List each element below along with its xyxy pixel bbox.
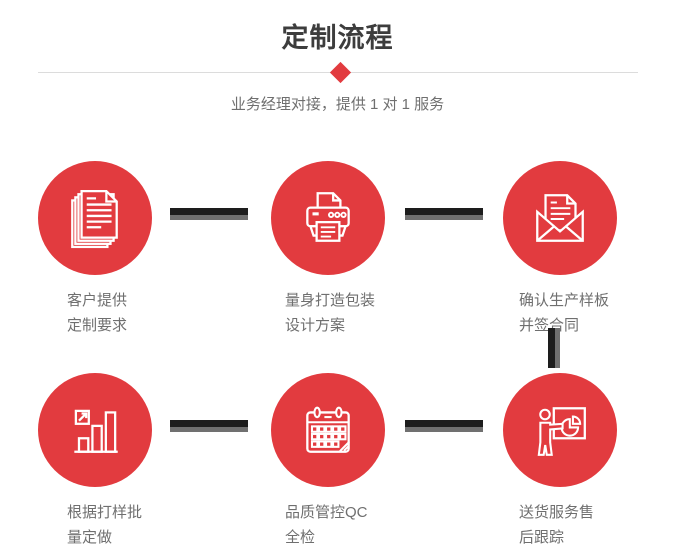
step-1: 客户提供 定制要求 [38,161,152,334]
step-3: 确认生产样板 并签合同 [503,161,617,334]
bar-chart-icon [74,409,118,453]
printer-icon [306,192,350,242]
step-4-label: 根据打样批 量定做 [67,504,143,546]
connector-step1-step2 [170,208,248,220]
connector-step2-step3 [405,208,483,220]
step-5-circle [271,373,385,487]
step-2: 量身打造包装 设计方案 [271,161,385,334]
connector-step4-step5 [170,420,248,432]
page-title: 定制流程 [281,23,394,53]
step-6: 送货服务售 后跟踪 [503,373,617,546]
calendar-icon [306,406,350,453]
connector-step5-step6 [405,420,483,432]
step-6-circle [503,373,617,487]
step-1-label: 客户提供 定制要求 [67,292,128,334]
step-2-circle [271,161,385,275]
step-4-circle [38,373,152,487]
step-5: 品质管控QC 全检 [271,373,385,546]
step-3-circle [503,161,617,275]
page-subtitle: 业务经理对接，提供 1 对 1 服务 [230,96,445,113]
presenter-icon [537,407,586,456]
envelope-icon [536,194,584,242]
connector-step3-step6 [548,328,560,368]
step-4: 根据打样批 量定做 [38,373,152,546]
documents-icon [71,189,118,249]
step-1-circle [38,161,152,275]
step-3-label: 确认生产样板 并签合同 [519,292,610,334]
step-5-label: 品质管控QC 全检 [285,504,368,546]
step-6-label: 送货服务售 后跟踪 [519,504,595,546]
diamond-icon [329,61,352,84]
step-2-label: 量身打造包装 设计方案 [285,292,376,334]
